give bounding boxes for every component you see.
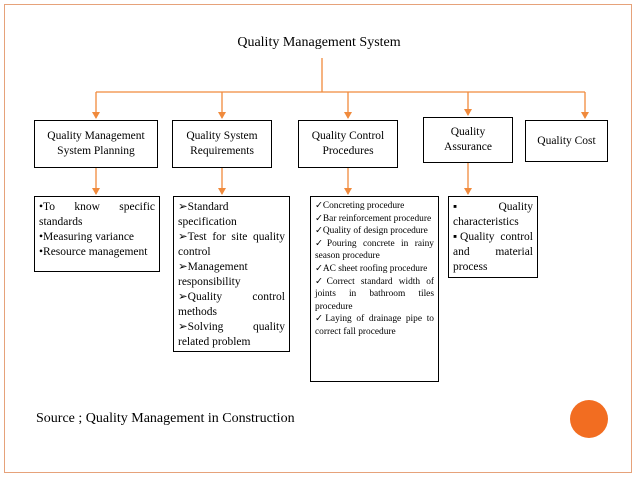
list-item: ➢Quality control methods (178, 291, 285, 318)
diagram-title: Quality Management System (237, 35, 401, 50)
box-quality-assurance-label: Quality Assurance (444, 126, 492, 153)
detail-assurance: ▪Quality characteristics ▪Quality contro… (448, 196, 538, 278)
list-item: ▪Quality control and material process (453, 231, 533, 273)
box-system-requirements-label: Quality System Requirements (186, 130, 258, 157)
list-item: •Resource management (39, 246, 148, 258)
list-item: ▪Quality characteristics (453, 201, 533, 228)
list-item: ➢Standard specification (178, 201, 237, 228)
box-system-requirements: Quality System Requirements (172, 120, 272, 168)
box-quality-control-label: Quality Control Procedures (311, 130, 385, 157)
list-item: ✓Laying of drainage pipe to correct fall… (315, 314, 434, 337)
detail-control: ✓Concreting procedure ✓Bar reinforcement… (310, 196, 439, 382)
detail-planning: •To know specific standards •Measuring v… (34, 196, 160, 272)
box-quality-control: Quality Control Procedures (298, 120, 398, 168)
list-item: •To know specific standards (39, 201, 155, 228)
detail-requirements: ➢Standard specification ➢Test for site q… (173, 196, 290, 352)
list-item: ➢Solving quality related problem (178, 321, 285, 348)
list-item: ✓AC sheet roofing procedure (315, 263, 428, 274)
box-quality-cost-label: Quality Cost (537, 134, 596, 147)
box-qms-planning: Quality Management System Planning (34, 120, 158, 168)
source-caption: Source ; Quality Management in Construct… (36, 411, 295, 426)
decorative-circle (570, 400, 608, 438)
list-item: ✓Quality of design procedure (315, 226, 428, 237)
box-quality-cost: Quality Cost (525, 120, 608, 162)
box-qms-planning-label: Quality Management System Planning (47, 130, 145, 157)
list-item: ✓Pouring concrete in rainy season proced… (315, 238, 434, 262)
slide-border (4, 4, 632, 473)
list-item: ➢Test for site quality control (178, 231, 285, 258)
list-item: ✓Concreting procedure (315, 201, 405, 211)
list-item: ✓Bar reinforcement procedure (315, 213, 432, 224)
list-item: •Measuring variance (39, 231, 135, 243)
list-item: ➢Management responsibility (178, 261, 248, 288)
box-quality-assurance: Quality Assurance (423, 117, 513, 163)
list-item: ✓Correct standard width of joints in bat… (315, 276, 434, 312)
